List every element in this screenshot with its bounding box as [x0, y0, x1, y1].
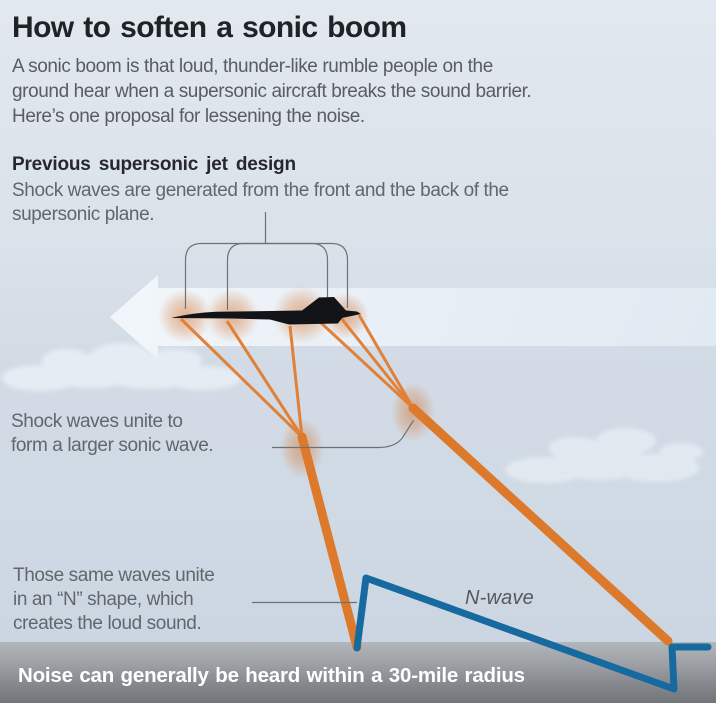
n-wave-label: N-wave: [465, 587, 534, 609]
shock-wave-rays: [179, 314, 415, 439]
cloud-left: [2, 343, 241, 391]
bracket-callout: [184, 212, 349, 310]
ground-noise-band: [0, 642, 716, 703]
section-heading-previous-design: Previous supersonic jet design: [12, 154, 296, 175]
united-sonic-waves: [297, 403, 673, 652]
annotation-n-shape: Those same waves unite in an “N” shape, …: [13, 565, 215, 634]
supersonic-plane-silhouette: [171, 297, 361, 325]
section-body-previous-design: Shock waves are generated from the front…: [12, 180, 509, 225]
cloud-right: [505, 428, 703, 483]
intro-paragraph: A sonic boom is that loud, thunder-like …: [12, 56, 532, 127]
n-wave-line: [353, 574, 712, 693]
annotation-shock-waves-unite: Shock waves unite to form a larger sonic…: [11, 411, 214, 456]
callout-leader-lines: [252, 420, 415, 604]
flight-direction-arrow: [110, 275, 716, 360]
footer-caption: Noise can generally be heard within a 30…: [18, 664, 525, 687]
page-title: How to soften a sonic boom: [12, 11, 407, 44]
